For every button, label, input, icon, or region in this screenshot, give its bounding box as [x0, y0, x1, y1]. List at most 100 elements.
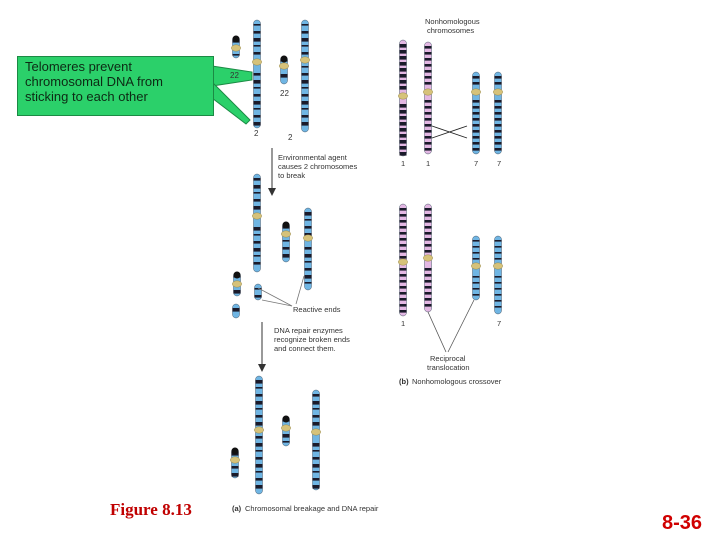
chromosome-band — [494, 130, 502, 133]
chromosome-band — [399, 220, 407, 223]
chromosome-band — [494, 112, 502, 115]
chromosome-band — [494, 124, 502, 127]
chromosome-band — [255, 387, 263, 389]
chromosome-band — [494, 118, 502, 121]
chromosome-band — [253, 192, 261, 194]
chromosome-band — [472, 252, 480, 254]
chromosome-band — [253, 52, 261, 55]
chromosome-band — [255, 450, 263, 452]
chromosome-band — [424, 238, 432, 241]
reciprocal-label-1: Reciprocal — [430, 354, 466, 363]
chromosome-band — [399, 304, 407, 307]
panel-b-caption-letter: (b) — [399, 377, 409, 386]
chromosome-band — [255, 464, 263, 468]
chromosome-band — [399, 214, 407, 217]
chromosome-band — [424, 130, 432, 133]
chromosome-band — [424, 64, 432, 67]
chromosome-band — [472, 148, 480, 151]
chromosome-band — [304, 219, 312, 221]
chromosome-band — [424, 232, 432, 235]
chromosome-band — [399, 128, 407, 132]
chromosome-band — [424, 292, 432, 295]
chromosome-band — [494, 276, 502, 278]
chromosome-band — [253, 206, 261, 210]
chromosome-band — [399, 110, 407, 114]
chromosome-band — [494, 100, 502, 103]
chromosome-band — [253, 115, 261, 118]
chromosome-2b-mid — [303, 207, 313, 291]
chromosome-band — [399, 280, 407, 283]
chromosome-band — [255, 436, 263, 439]
chrom-label-22a: 22 — [230, 71, 239, 80]
chromosome-2-repaired — [254, 375, 264, 495]
chromosome-band — [301, 80, 309, 84]
arrow-head-2 — [258, 364, 266, 372]
chromosome-band — [301, 38, 309, 42]
chromosome-band — [255, 471, 263, 473]
chromosome-band — [399, 292, 407, 295]
chromosome-band — [399, 146, 407, 150]
step2-line-1: DNA repair enzymes — [274, 326, 343, 335]
step1-line-3: to break — [278, 171, 305, 180]
chromosome-band — [255, 380, 263, 384]
chromosome-band — [253, 199, 261, 202]
chromosome-band — [231, 473, 239, 477]
chromosome-band — [253, 87, 261, 89]
chromosome-band — [255, 478, 263, 481]
step2-line-2: recognize broken ends — [274, 335, 350, 344]
chromosome-band — [253, 24, 261, 26]
chromosome-band — [253, 248, 261, 252]
chromosome-band — [424, 112, 432, 115]
chromosome-band — [304, 254, 312, 258]
chromosome-band — [472, 76, 480, 79]
chromosome-band — [472, 258, 480, 260]
chromosome-band — [494, 258, 502, 260]
chromosome-band — [494, 76, 502, 79]
chromosome-band — [399, 310, 407, 313]
top-label-1b: 1 — [426, 159, 430, 168]
chromosome-band — [424, 82, 432, 85]
chromosome-band — [304, 247, 312, 250]
chromosome-band — [304, 268, 312, 271]
chromosome-band — [424, 298, 432, 301]
chromosome-1b — [423, 41, 433, 155]
translocation-pointer — [427, 311, 447, 353]
chromosome-band — [399, 274, 407, 277]
chromosome-band — [312, 478, 320, 481]
centromere — [423, 254, 433, 262]
chromosome-band — [472, 142, 480, 145]
chromosome-band — [424, 58, 432, 61]
fragment-22 — [232, 271, 242, 297]
chromosome-band — [494, 300, 502, 302]
chromosome-band — [301, 31, 309, 34]
chromosome-band — [253, 185, 261, 189]
telomere-callout: Telomeres prevent chromosomal DNA from s… — [17, 56, 214, 116]
chromosome-7a — [471, 71, 481, 155]
telomere-cap — [280, 55, 288, 63]
chromosome-22b — [279, 55, 289, 85]
chromosome-band — [472, 106, 480, 109]
chromosome-band — [301, 87, 309, 89]
centromere — [423, 88, 433, 96]
chromosome-band — [399, 74, 407, 78]
centromere — [398, 92, 408, 100]
centromere — [303, 234, 313, 242]
chromosome-band — [494, 148, 502, 151]
chromosome-band — [399, 268, 407, 271]
chromosome-band — [312, 415, 320, 418]
chromosome-band — [255, 401, 263, 405]
centromere — [398, 258, 408, 266]
chromosome-band — [424, 148, 432, 151]
chromosome-band — [253, 101, 261, 105]
chromosome-22-mid — [281, 221, 291, 263]
panel-a-caption-letter: (a) — [232, 504, 242, 513]
telomere-cap — [282, 221, 290, 229]
chromosome-band — [253, 73, 261, 76]
chromosome-band — [494, 136, 502, 139]
centromere — [471, 88, 481, 96]
chromosome-band — [282, 254, 290, 258]
step1-line-2: causes 2 chromosomes — [278, 162, 357, 171]
chromosome-band — [399, 232, 407, 235]
chromosome-band — [424, 76, 432, 79]
chromosome-band — [301, 101, 309, 105]
